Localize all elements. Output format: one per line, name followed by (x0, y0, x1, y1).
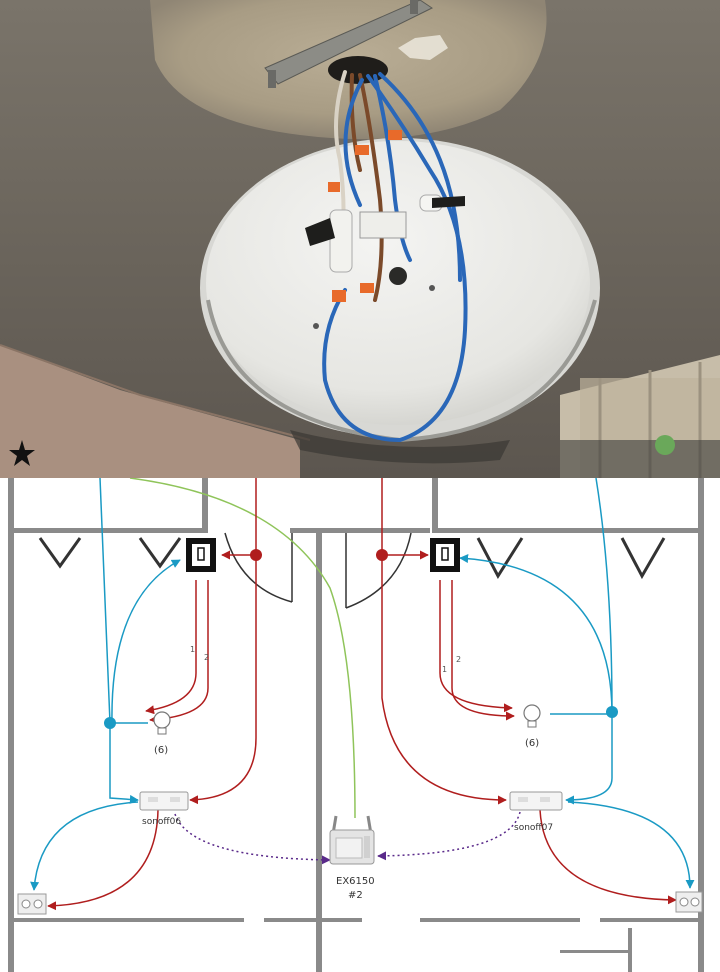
left-lamp-label: (6) (154, 745, 168, 756)
wall-left (0, 345, 300, 478)
left-wire-label-2: 2 (204, 653, 209, 662)
wall-left-stub (202, 478, 208, 533)
window-2 (138, 537, 182, 569)
wiring-diagram-svg: 1 2 (6) sonoff06 (8, 478, 704, 972)
ceiling-lamp-photo (0, 0, 720, 478)
left-wire-label-1: 1 (190, 645, 195, 654)
door-right-arc (345, 532, 412, 609)
right-wire-label-2: 2 (456, 655, 461, 664)
left-wall-switch[interactable] (186, 538, 216, 572)
terminal-block (359, 211, 407, 239)
wall-right-outer (698, 478, 704, 972)
right-socket-icon[interactable] (675, 891, 703, 913)
right-relay-icon[interactable] (509, 791, 563, 811)
wall-right-bottom (600, 918, 698, 922)
right-wire-label-1: 1 (442, 665, 447, 674)
left-relay-label: sonoff06 (142, 817, 181, 827)
right-neutral-junction (606, 706, 618, 718)
right-room-wiring (377, 478, 695, 905)
right-lamp-label: (6) (525, 738, 539, 749)
right-live-junction (376, 549, 388, 561)
photo-illustration (0, 0, 720, 478)
star-decoration (9, 440, 35, 466)
driver-box (329, 209, 353, 273)
window-4 (620, 537, 666, 580)
right-relay-label: sonoff07 (514, 823, 553, 833)
windows (38, 537, 666, 580)
wall-center (316, 528, 322, 972)
wall-center-top (290, 528, 430, 533)
wifi-extender-icon[interactable] (329, 815, 375, 865)
extender-label-model: EX6150 (336, 876, 375, 887)
wiring-diagram: 1 2 (6) sonoff06 (0, 478, 720, 972)
network-cable (129, 478, 356, 819)
extender-label-number: #2 (348, 890, 363, 901)
window-3 (476, 537, 524, 579)
walls (8, 478, 704, 972)
left-live-junction (250, 549, 262, 561)
wall-right-stub (432, 478, 438, 533)
wall-left-outer (8, 478, 14, 972)
right-lamp-icon (523, 704, 541, 728)
left-lamp-icon (153, 711, 171, 735)
doors (224, 532, 412, 609)
left-socket-icon[interactable] (17, 893, 47, 915)
wall-right-top (438, 528, 703, 533)
left-relay-icon[interactable] (139, 791, 189, 811)
door-left-arc (224, 532, 293, 603)
ceiling-hole (328, 56, 388, 84)
left-neutral-junction (104, 717, 116, 729)
wall-left-bottom (14, 918, 244, 922)
window-1 (38, 537, 82, 569)
right-wall-switch[interactable] (430, 538, 460, 572)
wall-left-top (14, 528, 204, 533)
